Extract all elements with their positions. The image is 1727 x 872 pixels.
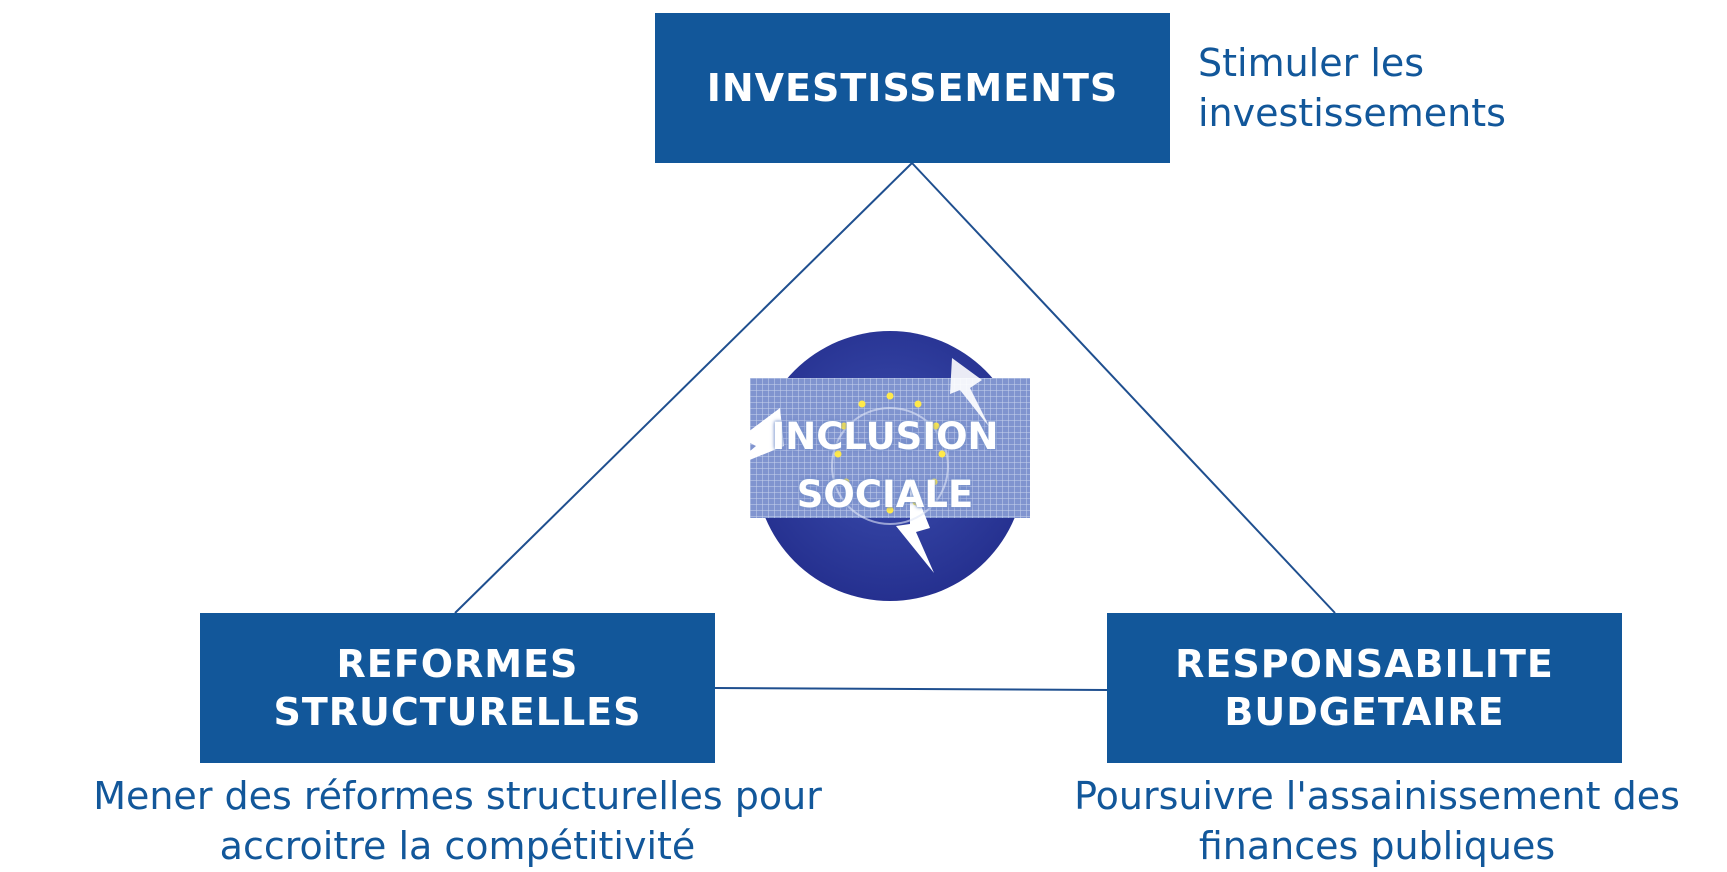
reformes-caption: Mener des réformes structurelles pour ac…	[0, 771, 915, 871]
budget-caption: Poursuivre l'assainissement des finances…	[1027, 771, 1727, 871]
budget-caption-line-1: Poursuivre l'assainissement des	[1074, 774, 1680, 818]
budget-box: RESPONSABILITE BUDGETAIRE	[1107, 613, 1622, 763]
inclusion-label-line-2: SOCIALE	[796, 473, 974, 516]
reformes-box: REFORMES STRUCTURELLES	[200, 613, 715, 763]
eu-circular-arrows-icon	[730, 326, 1030, 601]
reformes-caption-line-2: accroitre la compétitivité	[219, 824, 696, 868]
connector-top-right	[911, 162, 1336, 614]
reformes-title-line-2: STRUCTURELLES	[273, 690, 642, 734]
connector-bottom	[714, 687, 1108, 691]
reformes-caption-line-1: Mener des réformes structurelles pour	[93, 774, 822, 818]
inclusion-sociale-label: INCLUSION SOCIALE	[720, 408, 1050, 524]
budget-title-line-2: BUDGETAIRE	[1224, 690, 1505, 734]
connector-top-left	[454, 162, 913, 614]
budget-title-line-1: RESPONSABILITE	[1175, 642, 1554, 686]
investissements-caption: Stimuler les investissements	[1198, 38, 1506, 138]
investissements-caption-line-2: investissements	[1198, 91, 1506, 135]
budget-caption-line-2: finances publiques	[1198, 824, 1556, 868]
reformes-title-line-1: REFORMES	[336, 642, 579, 686]
investissements-title: INVESTISSEMENTS	[706, 66, 1119, 110]
investissements-caption-line-1: Stimuler les	[1198, 41, 1425, 85]
investissements-box: INVESTISSEMENTS	[655, 13, 1170, 163]
inclusion-label-line-1: INCLUSION	[771, 415, 999, 458]
inclusion-sociale-emblem: INCLUSION SOCIALE	[720, 318, 1050, 618]
